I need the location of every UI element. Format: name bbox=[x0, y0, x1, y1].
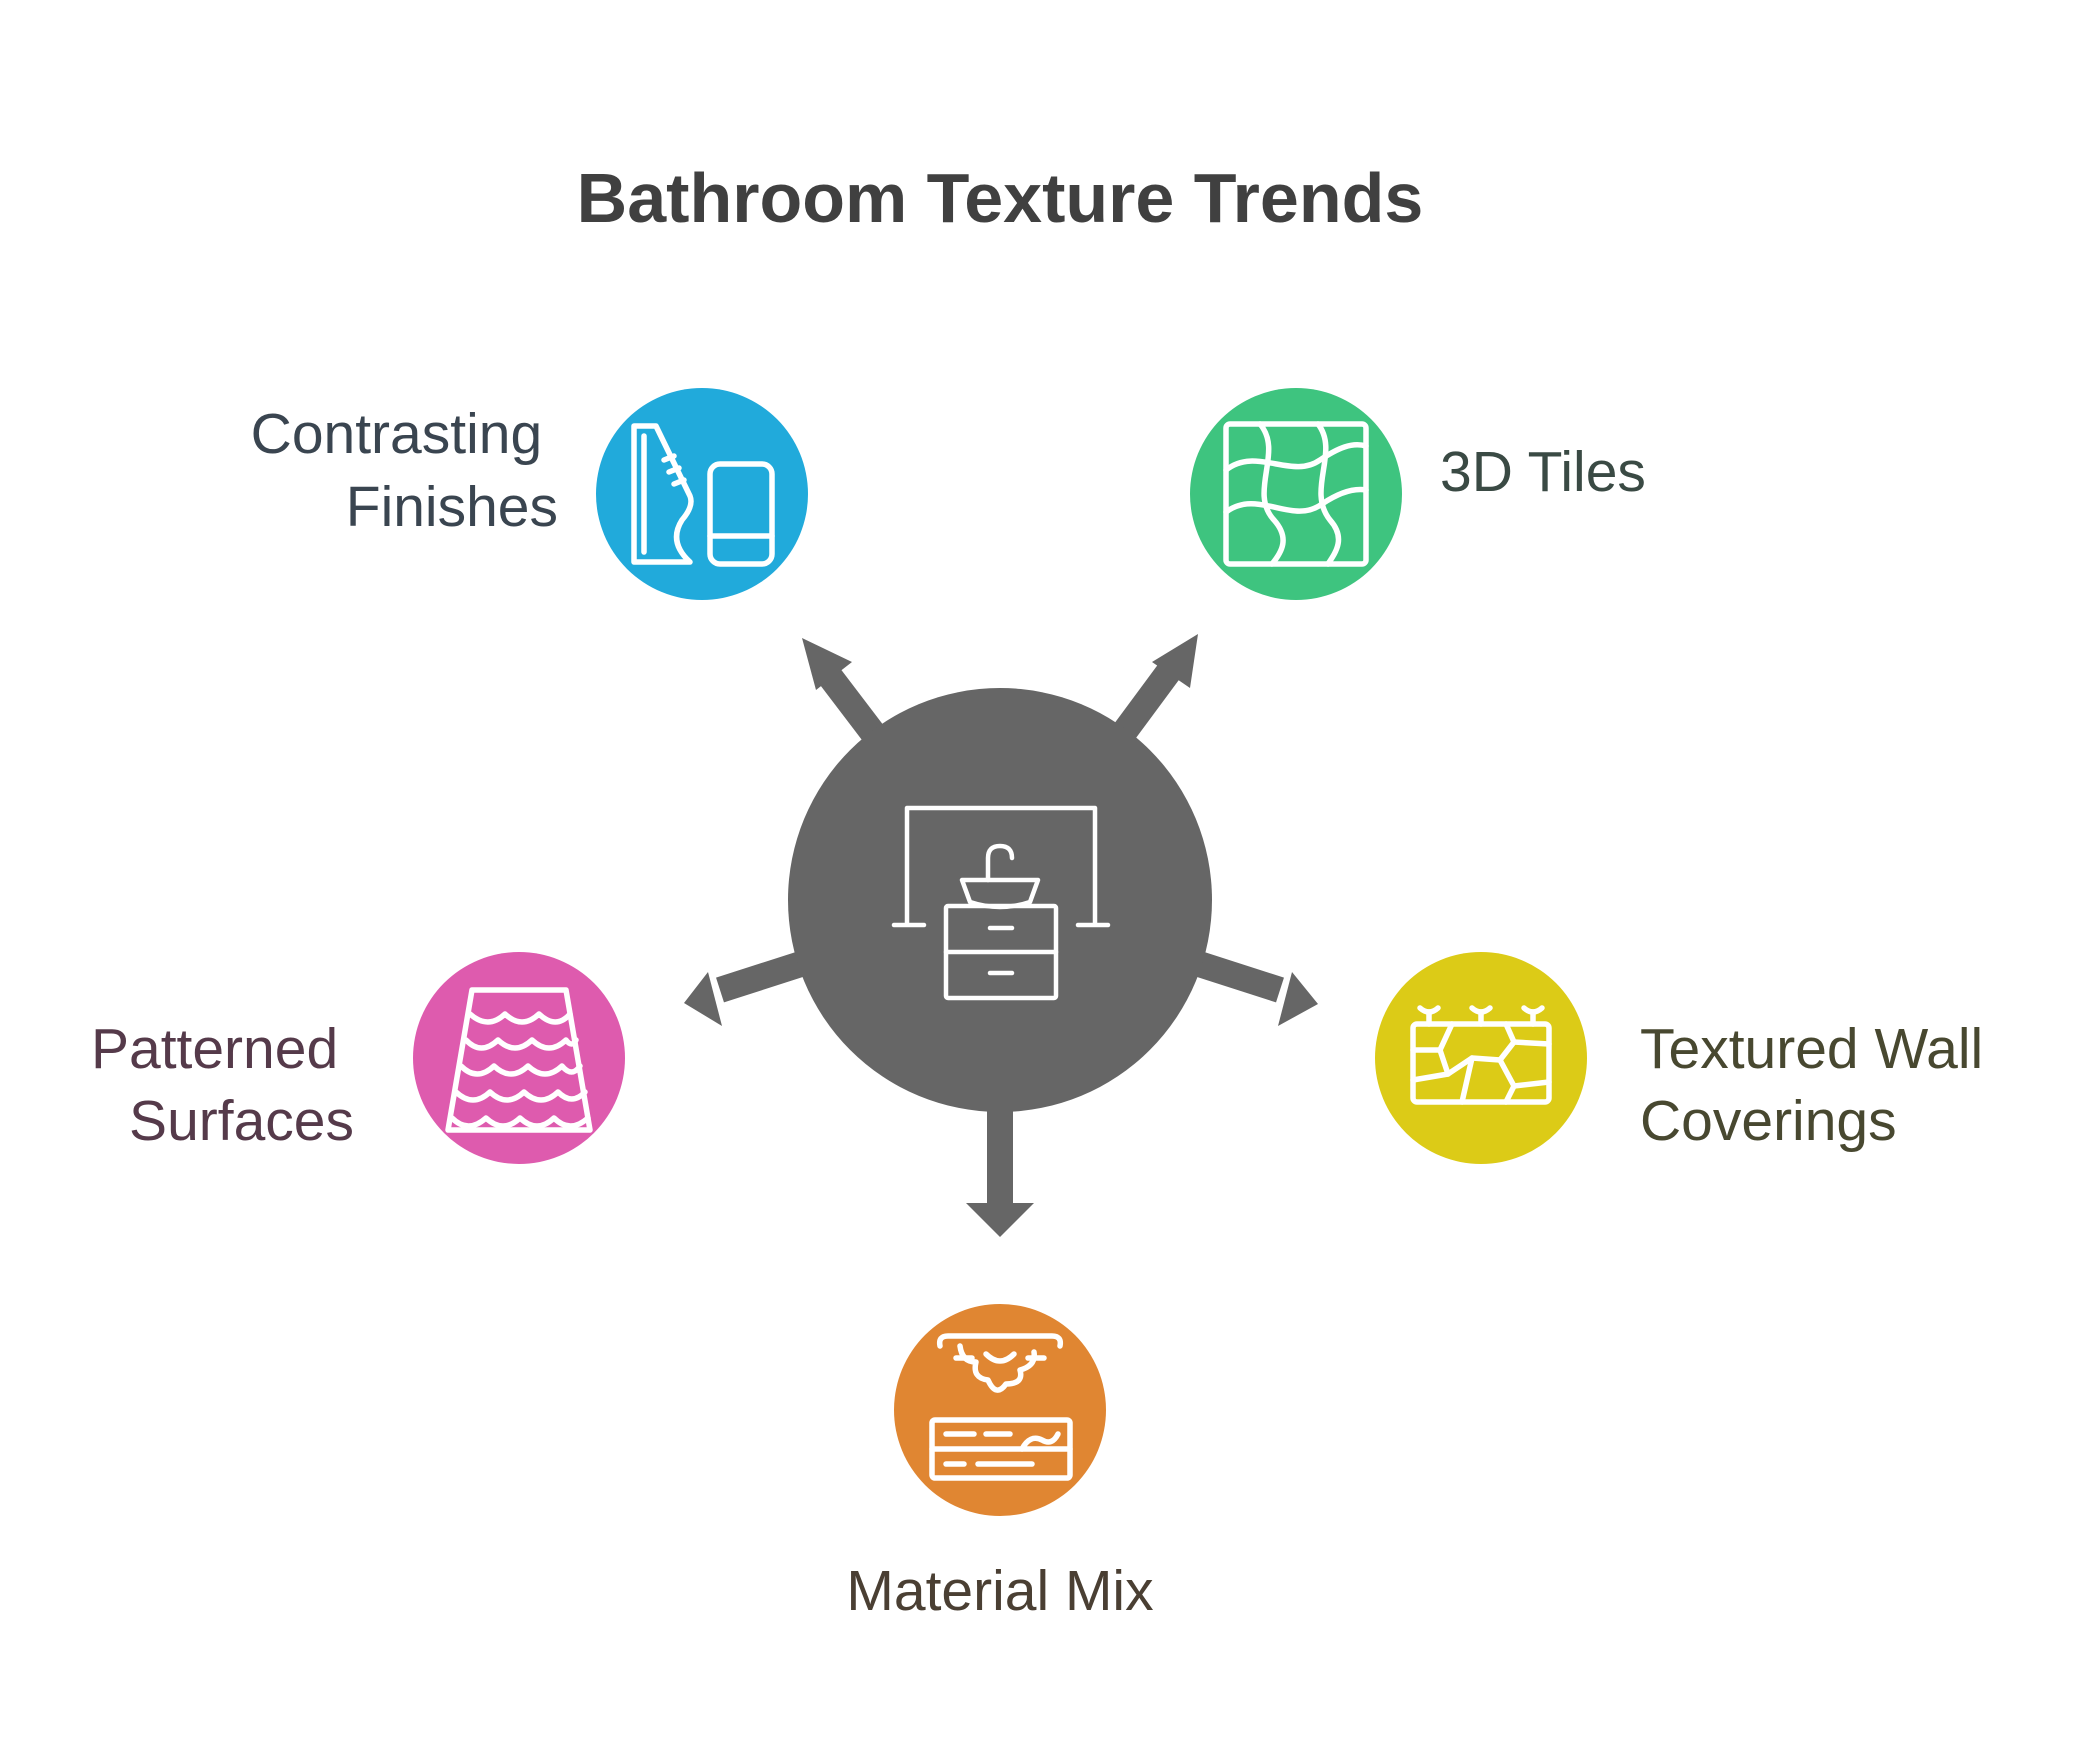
node-3d-tiles: 3D Tiles bbox=[1190, 388, 1646, 600]
node-circle bbox=[1190, 388, 1402, 600]
label-line-2: Finishes bbox=[346, 475, 558, 539]
arrow-head bbox=[1152, 634, 1198, 688]
arrow-head bbox=[1278, 972, 1318, 1026]
node-label: Material Mix bbox=[846, 1559, 1153, 1623]
diagram-title: Bathroom Texture Trends bbox=[577, 159, 1424, 237]
wavy-tile-grid-icon bbox=[1223, 421, 1369, 567]
node-label: 3D Tiles bbox=[1440, 440, 1646, 504]
hub-circle bbox=[788, 688, 1212, 1112]
wood-grain-mix-icon bbox=[929, 1333, 1073, 1481]
mirror-and-tile-icon bbox=[631, 423, 775, 567]
label-line-1: Material Mix bbox=[846, 1559, 1153, 1623]
node-contrasting-finishes: Contrasting Finishes bbox=[251, 388, 808, 600]
cracked-stone-wall-icon bbox=[1410, 1005, 1552, 1105]
label-line-1: Textured Wall bbox=[1640, 1017, 1983, 1081]
hub bbox=[788, 688, 1212, 1112]
node-patterned-surfaces: Patterned Surfaces bbox=[91, 952, 625, 1164]
fish-scale-pattern-icon bbox=[445, 987, 593, 1133]
arrow-head bbox=[966, 1203, 1034, 1237]
arrow-head bbox=[802, 638, 852, 690]
label-line-1: 3D Tiles bbox=[1440, 440, 1646, 504]
arrow-head bbox=[684, 972, 722, 1026]
node-label: Contrasting Finishes bbox=[251, 402, 558, 539]
node-textured-wall-coverings: Textured Wall Coverings bbox=[1375, 952, 1999, 1164]
label-line-1: Contrasting bbox=[251, 402, 543, 466]
label-line-2: Coverings bbox=[1640, 1089, 1897, 1153]
bathroom-vanity-icon bbox=[891, 805, 1111, 1001]
node-circle bbox=[596, 388, 808, 600]
node-material-mix: Material Mix bbox=[846, 1304, 1154, 1623]
node-circle bbox=[413, 952, 625, 1164]
label-line-2: Surfaces bbox=[129, 1089, 354, 1153]
label-line-1: Patterned bbox=[91, 1017, 338, 1081]
node-label: Textured Wall Coverings bbox=[1640, 1017, 1999, 1153]
node-label: Patterned Surfaces bbox=[91, 1017, 354, 1153]
